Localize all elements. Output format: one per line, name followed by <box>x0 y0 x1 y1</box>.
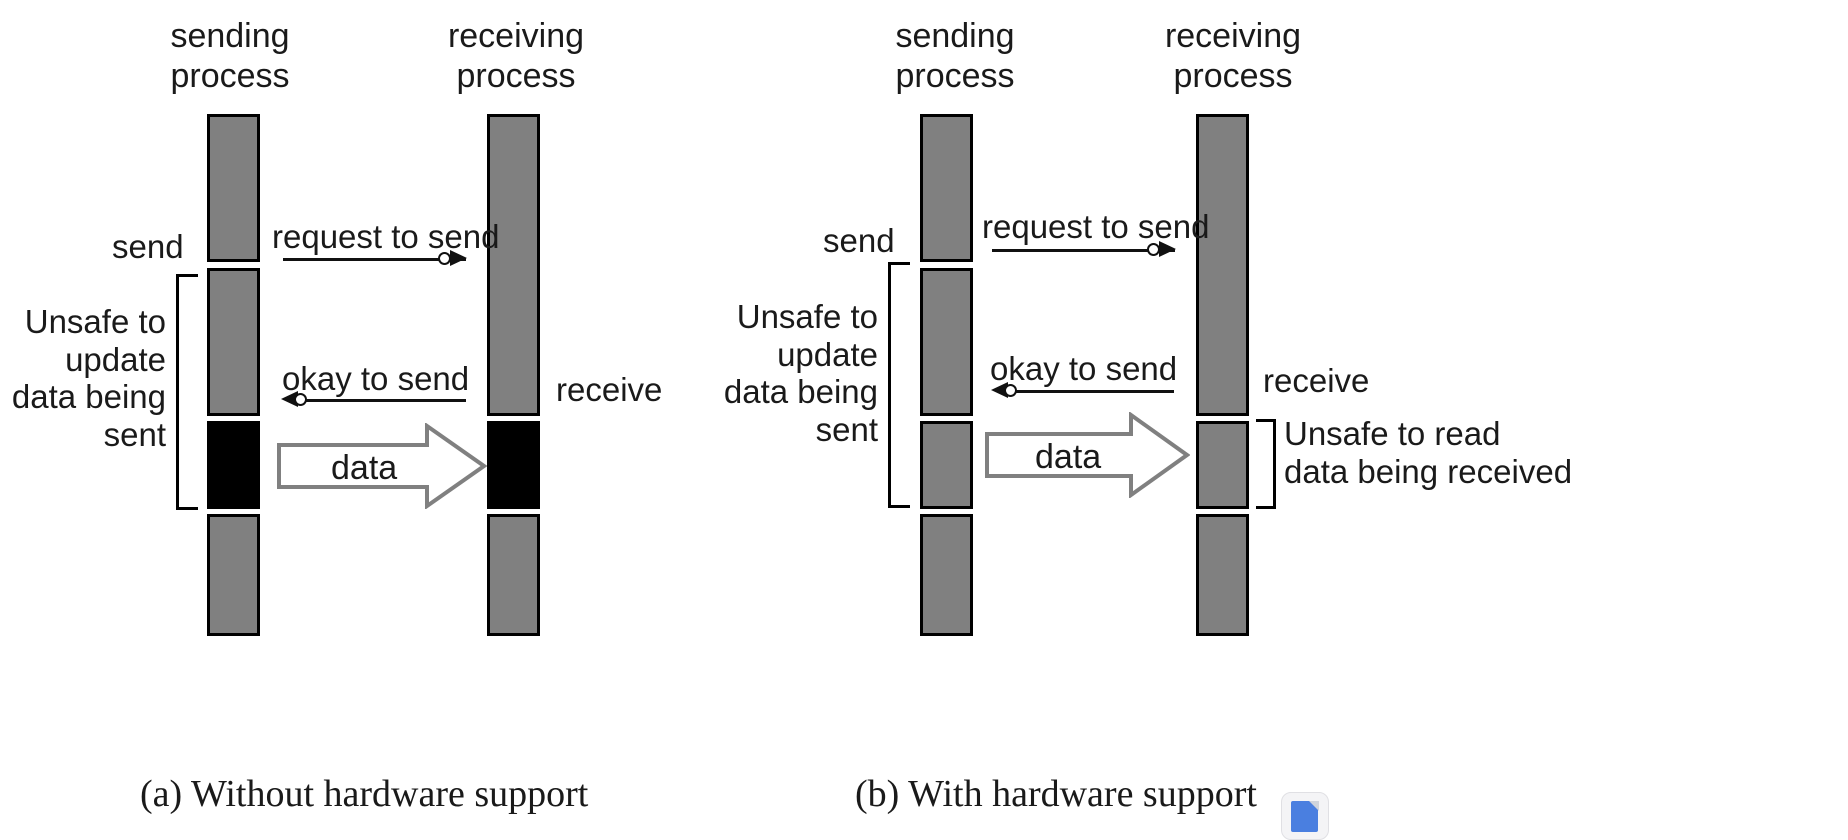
sender-header-b: sending process <box>895 17 1015 96</box>
caption-b: (b) With hardware support <box>855 773 1257 815</box>
receive-label-b: receive <box>1263 362 1370 399</box>
data-label-b: data <box>1035 438 1102 476</box>
sender-segment-active-3-a <box>207 514 260 636</box>
receiver-header-b: receiving process <box>1164 17 1302 96</box>
send-label-a: send <box>112 228 184 265</box>
request-to-send-arrow-tail-dot-b <box>1147 243 1160 256</box>
panel-without-hardware-support: sending process receiving process send r… <box>0 0 860 834</box>
request-to-send-arrowhead-b <box>1159 241 1176 257</box>
unsafe-to-read-bracket-b <box>1256 419 1276 509</box>
send-label-b: send <box>823 222 895 259</box>
sender-segment-active-3-b <box>920 421 973 509</box>
receiver-segment-active-2-b <box>1196 421 1249 509</box>
sender-segment-active-1-b <box>920 114 973 262</box>
sender-segment-blocked-a <box>207 421 260 509</box>
sender-segment-active-1-a <box>207 114 260 262</box>
okay-to-send-label-a: okay to send <box>282 360 470 397</box>
okay-to-send-arrowhead-a <box>281 391 298 407</box>
sender-segment-active-4-b <box>920 514 973 636</box>
document-icon-fold <box>1309 801 1319 811</box>
data-block-arrow-a: data <box>277 423 487 509</box>
receive-label-a: receive <box>556 371 663 408</box>
okay-to-send-arrow-tail-dot-a <box>294 393 307 406</box>
okay-to-send-arrow-line-b <box>1006 390 1174 393</box>
panel-with-hardware-support: sending process receiving process send r… <box>724 0 1848 834</box>
okay-to-send-label-b: okay to send <box>990 350 1178 387</box>
receiver-segment-active-1-a <box>487 114 540 416</box>
unsafe-to-update-label-b: Unsafe to update data being sent <box>723 298 878 448</box>
request-to-send-label-a: request to send <box>272 218 500 255</box>
receiver-header-a: receiving process <box>447 17 585 96</box>
document-app-icon[interactable] <box>1281 792 1329 840</box>
sender-segment-active-2-b <box>920 268 973 416</box>
receiver-segment-active-3-b <box>1196 514 1249 636</box>
sender-segment-active-2-a <box>207 268 260 416</box>
unsafe-to-update-label-a: Unsafe to update data being sent <box>11 303 166 453</box>
unsafe-to-read-label-b: Unsafe to read data being received <box>1284 415 1573 490</box>
unsafe-to-update-bracket-a <box>176 274 198 510</box>
request-to-send-arrow-line-b <box>992 249 1175 252</box>
sender-header-a: sending process <box>170 17 290 96</box>
okay-to-send-arrowhead-b <box>991 382 1008 398</box>
request-to-send-arrow-line-a <box>283 258 466 261</box>
data-block-arrow-b: data <box>985 412 1190 498</box>
caption-a: (a) Without hardware support <box>140 773 589 815</box>
request-to-send-arrow-tail-dot-a <box>438 252 451 265</box>
receiver-segment-active-2-a <box>487 514 540 636</box>
request-to-send-arrowhead-a <box>450 250 467 266</box>
data-label-a: data <box>331 449 398 487</box>
request-to-send-label-b: request to send <box>982 208 1210 245</box>
unsafe-to-update-bracket-b <box>888 262 910 508</box>
receiver-segment-blocked-a <box>487 421 540 509</box>
okay-to-send-arrow-tail-dot-b <box>1004 384 1017 397</box>
receiver-segment-active-1-b <box>1196 114 1249 416</box>
okay-to-send-arrow-line-a <box>296 399 466 402</box>
